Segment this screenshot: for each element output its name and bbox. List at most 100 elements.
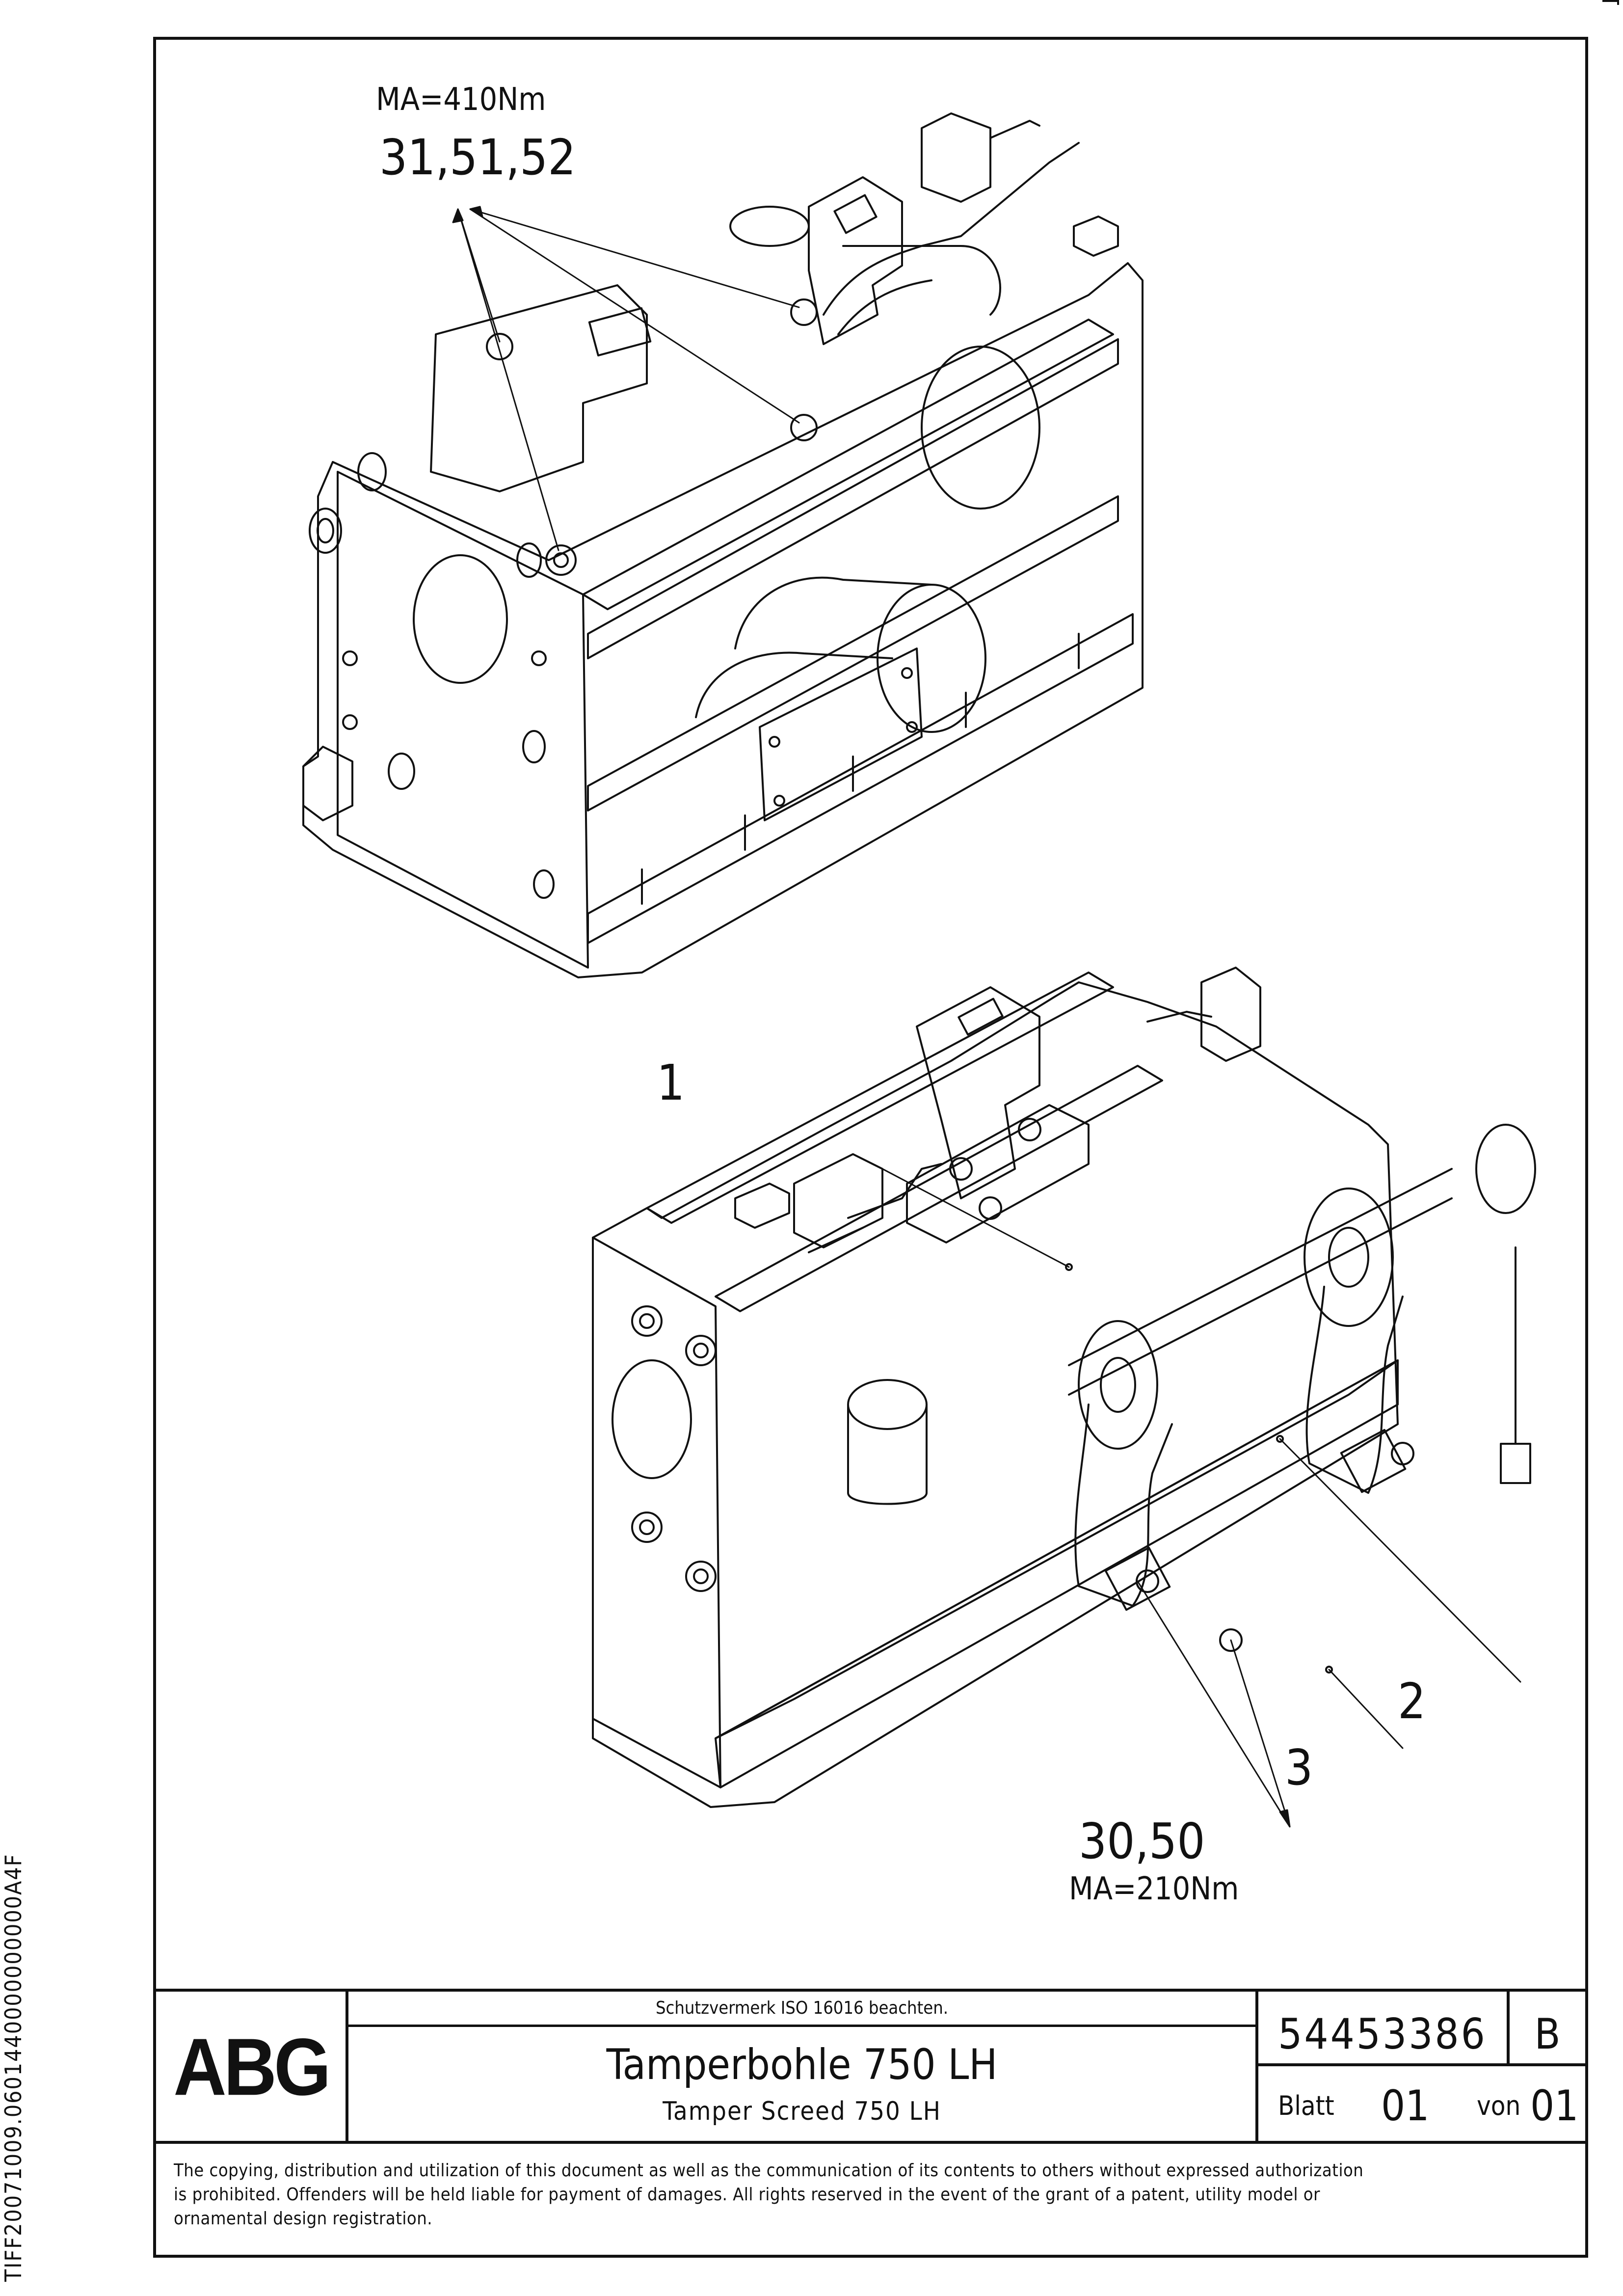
lower-rod-base bbox=[1500, 1443, 1531, 1484]
upper-cylinder-top-a bbox=[729, 206, 810, 247]
lower-left-plate bbox=[592, 1237, 721, 1788]
leader-item-1 bbox=[881, 1168, 1070, 1268]
upper-right-bracket bbox=[921, 112, 991, 203]
leader-item-2 bbox=[1279, 1438, 1521, 1683]
lower-eye-slot bbox=[958, 998, 1004, 1036]
upper-corner-block bbox=[1073, 216, 1119, 257]
lower-bracket-3 bbox=[1200, 967, 1261, 1062]
item-number-1: 1 bbox=[657, 1054, 685, 1111]
lower-tube-end bbox=[847, 1379, 928, 1430]
item-number-2: 2 bbox=[1398, 1673, 1426, 1730]
lower-stud-core-2 bbox=[693, 1343, 709, 1358]
sheet-total: 01 bbox=[1530, 2081, 1579, 2131]
upper-cover-plate bbox=[759, 648, 923, 821]
drawing-number-cell: 54453386 bbox=[1258, 1992, 1510, 2066]
upper-bracket-block bbox=[588, 307, 652, 357]
upper-fitting bbox=[989, 120, 1040, 139]
lower-main-bore bbox=[612, 1359, 692, 1479]
part-numbers-callout-bottom: 30,50 bbox=[1079, 1812, 1205, 1870]
upper-bottom-rail bbox=[587, 613, 1134, 944]
upper-frame-outline bbox=[302, 262, 1144, 978]
lower-mount-block-2 bbox=[1340, 1429, 1407, 1493]
upper-cover-screw-3 bbox=[773, 795, 785, 807]
part-numbers-callout-top: 31,51,52 bbox=[379, 129, 576, 186]
lower-fitting bbox=[1146, 1011, 1212, 1023]
upper-foot bbox=[302, 746, 353, 821]
side-file-code: TIFF20071009.0601440000000000A4F bbox=[0, 1853, 27, 2282]
upper-hole-2 bbox=[531, 650, 547, 666]
upper-bolt-d bbox=[545, 544, 577, 576]
lower-top-rail bbox=[646, 972, 1114, 1224]
leader-top-3 bbox=[469, 208, 800, 424]
upper-shaft-1 bbox=[734, 576, 932, 649]
upper-bore-small-1 bbox=[357, 452, 387, 491]
lower-mount-bolt-1 bbox=[1136, 1569, 1159, 1593]
drawing-number: 54453386 bbox=[1278, 2010, 1487, 2059]
lower-shaft-hub-2 bbox=[1304, 1188, 1394, 1327]
torque-callout-top: MA=410Nm bbox=[376, 81, 546, 118]
upper-hydraulic-line-2 bbox=[837, 279, 932, 335]
lower-ref-dot-3 bbox=[1325, 1666, 1333, 1674]
lower-mount-bolt-2 bbox=[1219, 1628, 1243, 1652]
upper-shaft-2 bbox=[695, 651, 893, 718]
sheet-info-cell: Blatt 01 von 01 bbox=[1258, 2066, 1585, 2141]
sheet-number: 01 bbox=[1381, 2081, 1430, 2131]
upper-rear-cylinder-2 bbox=[877, 584, 986, 733]
protection-notice-cell: Schutzvermerk ISO 16016 beachten. bbox=[348, 1992, 1258, 2027]
drawing-area: MA=410Nm 31,51,52 1 2 3 30,50 MA=210Nm bbox=[156, 40, 1585, 1984]
lower-top-rail-2 bbox=[715, 1065, 1163, 1312]
upper-assembly-view bbox=[302, 112, 1144, 978]
sheet-corner-mark bbox=[1602, 0, 1619, 5]
lower-eccentric-shaft bbox=[1068, 1168, 1453, 1396]
upper-front-plate bbox=[337, 471, 589, 969]
upper-bore-small-2 bbox=[516, 542, 542, 578]
of-label: von bbox=[1477, 2090, 1521, 2121]
legal-notice-line-2: is prohibited. Offenders will be held li… bbox=[174, 2185, 1320, 2205]
upper-eye-slot bbox=[833, 194, 878, 234]
lower-stud-washer-1 bbox=[631, 1305, 663, 1337]
upper-rear-cylinder-1 bbox=[921, 346, 1040, 510]
lower-mount-bolt-3 bbox=[1391, 1442, 1414, 1465]
upper-bolt-b bbox=[790, 298, 818, 326]
title-cell: Tamperbohle 750 LH Tamper Screed 750 LH bbox=[348, 2027, 1258, 2141]
drawing-sheet: MA=410Nm 31,51,52 1 2 3 30,50 MA=210Nm A… bbox=[153, 37, 1588, 2258]
upper-cylinder-top-b bbox=[842, 245, 1001, 316]
leader-parts-2 bbox=[1230, 1639, 1291, 1828]
lower-bracket-2 bbox=[734, 1183, 790, 1229]
lower-conrod-1 bbox=[1074, 1404, 1173, 1607]
lower-shaft-hub-1 bbox=[1078, 1320, 1158, 1450]
upper-middle-rail bbox=[587, 495, 1119, 811]
lower-stud-core-4 bbox=[693, 1568, 709, 1584]
item-number-3: 3 bbox=[1285, 1739, 1313, 1796]
technical-drawing bbox=[302, 112, 1536, 1828]
lower-mounting-plate bbox=[906, 1104, 1090, 1243]
lower-stud-washer-3 bbox=[631, 1512, 663, 1543]
upper-cover-screw-4 bbox=[906, 721, 918, 733]
upper-bolt-d-core bbox=[553, 552, 569, 568]
lower-bracket-1 bbox=[793, 1153, 883, 1248]
lower-assembly-view bbox=[592, 967, 1536, 1808]
lower-frame-outline bbox=[592, 981, 1399, 1808]
leader-top-2 bbox=[469, 208, 800, 308]
lower-shaft-hub-2-core bbox=[1328, 1227, 1369, 1288]
leader-parts-1 bbox=[1137, 1580, 1291, 1828]
upper-lifting-eye bbox=[808, 176, 903, 345]
lower-lifting-eye bbox=[916, 986, 1040, 1199]
upper-top-beam-lower bbox=[587, 338, 1119, 659]
lower-stud-washer-2 bbox=[685, 1335, 717, 1366]
upper-hole-1 bbox=[342, 650, 358, 666]
upper-cover-screw-1 bbox=[769, 736, 780, 748]
leader-top-4 bbox=[457, 208, 559, 551]
title-english: Tamper Screed 750 LH bbox=[663, 2097, 941, 2126]
title-block: ABG Schutzvermerk ISO 16016 beachten. Ta… bbox=[156, 1989, 1585, 2141]
lower-stud-washer-4 bbox=[685, 1561, 717, 1592]
leader-lines-top bbox=[452, 206, 800, 551]
upper-left-pivot bbox=[309, 508, 342, 554]
upper-hydraulic-line bbox=[823, 142, 1080, 316]
lower-shaft-hub-1-core bbox=[1100, 1357, 1136, 1413]
upper-top-beam bbox=[582, 319, 1114, 610]
upper-left-bracket bbox=[430, 284, 648, 492]
legal-notice-line-1: The copying, distribution and utilizatio… bbox=[174, 2161, 1364, 2181]
upper-hole-3 bbox=[342, 714, 358, 730]
lower-conrod-2 bbox=[1305, 1286, 1404, 1494]
